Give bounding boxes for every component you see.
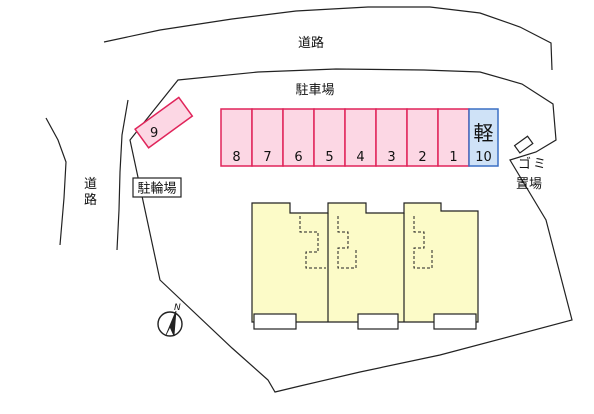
garbage-area: ゴミ 置場 (513, 135, 548, 192)
garbage-label-1: ゴミ (518, 156, 548, 172)
unit-2-stair (337, 216, 357, 269)
parking-slot-7: 7 (251, 108, 284, 167)
road-top-label: 道路 (298, 35, 324, 51)
parking-slot-10: 軽 10 (468, 108, 499, 167)
parking-slot-9: 9 (134, 96, 194, 149)
unit-2-porch (357, 313, 399, 330)
parking-slot-6-number: 6 (294, 150, 302, 165)
unit-1-stair (299, 216, 326, 269)
parking-slot-4: 4 (344, 108, 377, 167)
building (251, 202, 479, 330)
parking-slot-10-kanji: 軽 (474, 121, 494, 145)
parking-slot-1-number: 1 (449, 150, 457, 165)
road-left-edge-inner (116, 99, 129, 251)
parking-slot-7-number: 7 (263, 150, 271, 165)
parking-slot-3-number: 3 (387, 150, 395, 165)
north-arrow-needle (165, 310, 177, 337)
north-arrow-label: N (174, 303, 181, 313)
parking-area-label: 駐車場 (295, 83, 334, 98)
parking-slot-1-box (437, 108, 470, 167)
parking-slot-8: 8 (220, 108, 253, 167)
parking-row: 8 7 6 5 4 3 2 1 (220, 108, 470, 167)
road-left-label-2: 路 (84, 192, 97, 208)
garbage-box (513, 135, 534, 154)
parking-slot-10-box (468, 108, 499, 167)
unit-3-stair (413, 216, 433, 269)
parking-slot-5: 5 (313, 108, 346, 167)
bicycle-parking: 駐輪場 (132, 177, 182, 198)
north-arrow: N (157, 303, 183, 337)
parking-slot-5-number: 5 (325, 150, 333, 165)
parking-slot-8-number: 8 (232, 150, 240, 165)
north-arrow-circle (157, 311, 183, 337)
road-left-label-1: 道 (84, 177, 97, 192)
parking-slot-7-box (251, 108, 284, 167)
parking-slot-1: 1 (437, 108, 470, 167)
parking-slot-2-number: 2 (418, 150, 426, 165)
parking-slot-10-number: 10 (475, 150, 492, 165)
parking-slot-9-number: 9 (150, 126, 158, 141)
parking-slot-3: 3 (375, 108, 408, 167)
bicycle-parking-label: 駐輪場 (137, 181, 176, 197)
unit-1-porch (253, 313, 297, 330)
road-left-edge-outer (45, 117, 67, 246)
parking-slot-6: 6 (282, 108, 315, 167)
parking-slot-8-box (220, 108, 253, 167)
parking-slot-9-box (134, 96, 194, 149)
parking-slot-4-number: 4 (356, 150, 364, 165)
parking-slot-2: 2 (406, 108, 439, 167)
unit-3-porch (433, 313, 477, 330)
bicycle-parking-box (132, 177, 182, 198)
building-outline (251, 202, 479, 323)
road-top-edge (103, 6, 553, 71)
garbage-label-2: 置場 (516, 177, 542, 192)
